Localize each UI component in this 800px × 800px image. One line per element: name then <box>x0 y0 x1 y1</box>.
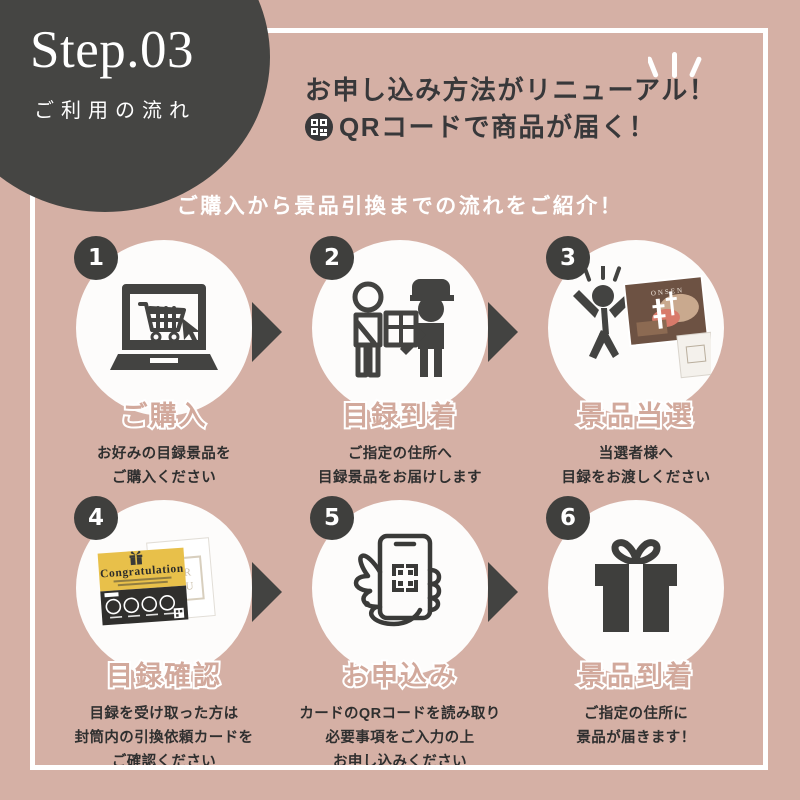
step-card-5: 5 <box>282 496 518 775</box>
step-number-badge: 1 <box>74 236 118 280</box>
step-card-4: 4 FOR YOU <box>46 496 282 775</box>
step-6-circle: 6 <box>546 496 724 676</box>
gift-box-icon <box>548 500 724 676</box>
step-5-description: カードのQRコードを読み取り 必要事項をご入力の上 お申し込みください <box>299 706 501 770</box>
step-badge-blob: Step.03 ご利用の流れ <box>0 0 270 212</box>
step-6-description: ご指定の住所に 景品が届きます！ <box>576 706 696 746</box>
laptop-shopping-cart-icon <box>76 240 252 416</box>
step-1-circle: 1 <box>74 236 252 416</box>
right-triangle-arrow-icon <box>488 302 518 362</box>
hand-holding-phone-qr-icon <box>312 500 488 676</box>
step-number-badge: 4 <box>74 496 118 540</box>
step-card-1: 1 <box>46 236 282 491</box>
congratulation-card-icon: FOR YOU Congratula <box>76 500 252 676</box>
step-number-badge: 6 <box>546 496 590 540</box>
step-number-title: Step.03 <box>30 21 194 79</box>
step-1-label: ご購入 <box>119 399 208 433</box>
subtitle: ご購入から景品引換までの流れをご紹介！ <box>176 195 624 218</box>
step-3-label: 景品当選 <box>576 399 694 433</box>
step-2-circle: 2 <box>310 236 488 416</box>
right-triangle-arrow-icon <box>252 562 282 622</box>
sparkle-icon <box>648 52 702 78</box>
celebrating-person-with-catalog-icon: ONSEN <box>548 240 724 416</box>
header-line-2-row: QRコードで商品が届く！ <box>305 109 725 146</box>
step-1-description: お好みの目録景品を ご購入ください <box>96 446 232 486</box>
step-3-circle: 3 <box>546 236 724 416</box>
step-5-label: お申込み <box>340 659 458 693</box>
step-6-label: 景品到着 <box>576 659 694 693</box>
step-number-badge: 3 <box>546 236 590 280</box>
step-4-description: 目録を受け取った方は 封筒内の引換依頼カードを ご確認ください <box>74 706 254 770</box>
steps-row-2: 4 FOR YOU <box>46 496 756 775</box>
right-triangle-arrow-icon <box>488 562 518 622</box>
step-5-circle: 5 <box>310 496 488 676</box>
step-caption: ご利用の流れ <box>34 100 196 122</box>
step-4-label: 目録確認 <box>104 659 222 693</box>
step-4-circle: 4 FOR YOU <box>74 496 252 676</box>
steps-row-1: 1 <box>46 236 756 491</box>
step-card-6: 6 景品到着 <box>518 496 754 775</box>
delivery-handover-icon <box>312 240 488 416</box>
svg-text:ONSEN: ONSEN <box>650 286 684 297</box>
step-2-label: 目録到着 <box>340 399 458 433</box>
header-block: お申し込み方法がリニューアル！ QRコードで商品が届く！ <box>305 72 725 146</box>
step-2-description: ご指定の住所へ 目録景品をお届けします <box>318 446 482 486</box>
svg-text:Congratulation: Congratulation <box>100 563 184 581</box>
header-line-1: お申し込み方法がリニューアル！ <box>305 75 717 105</box>
step-number-badge: 2 <box>310 236 354 280</box>
right-triangle-arrow-icon <box>252 302 282 362</box>
step-number-badge: 5 <box>310 496 354 540</box>
step-card-3: 3 <box>518 236 754 491</box>
step-3-description: 当選者様へ 目録をお渡しください <box>561 446 711 486</box>
qr-code-icon <box>305 113 333 142</box>
header-line-2: QRコードで商品が届く！ <box>339 111 657 142</box>
step-card-2: 2 <box>282 236 518 491</box>
